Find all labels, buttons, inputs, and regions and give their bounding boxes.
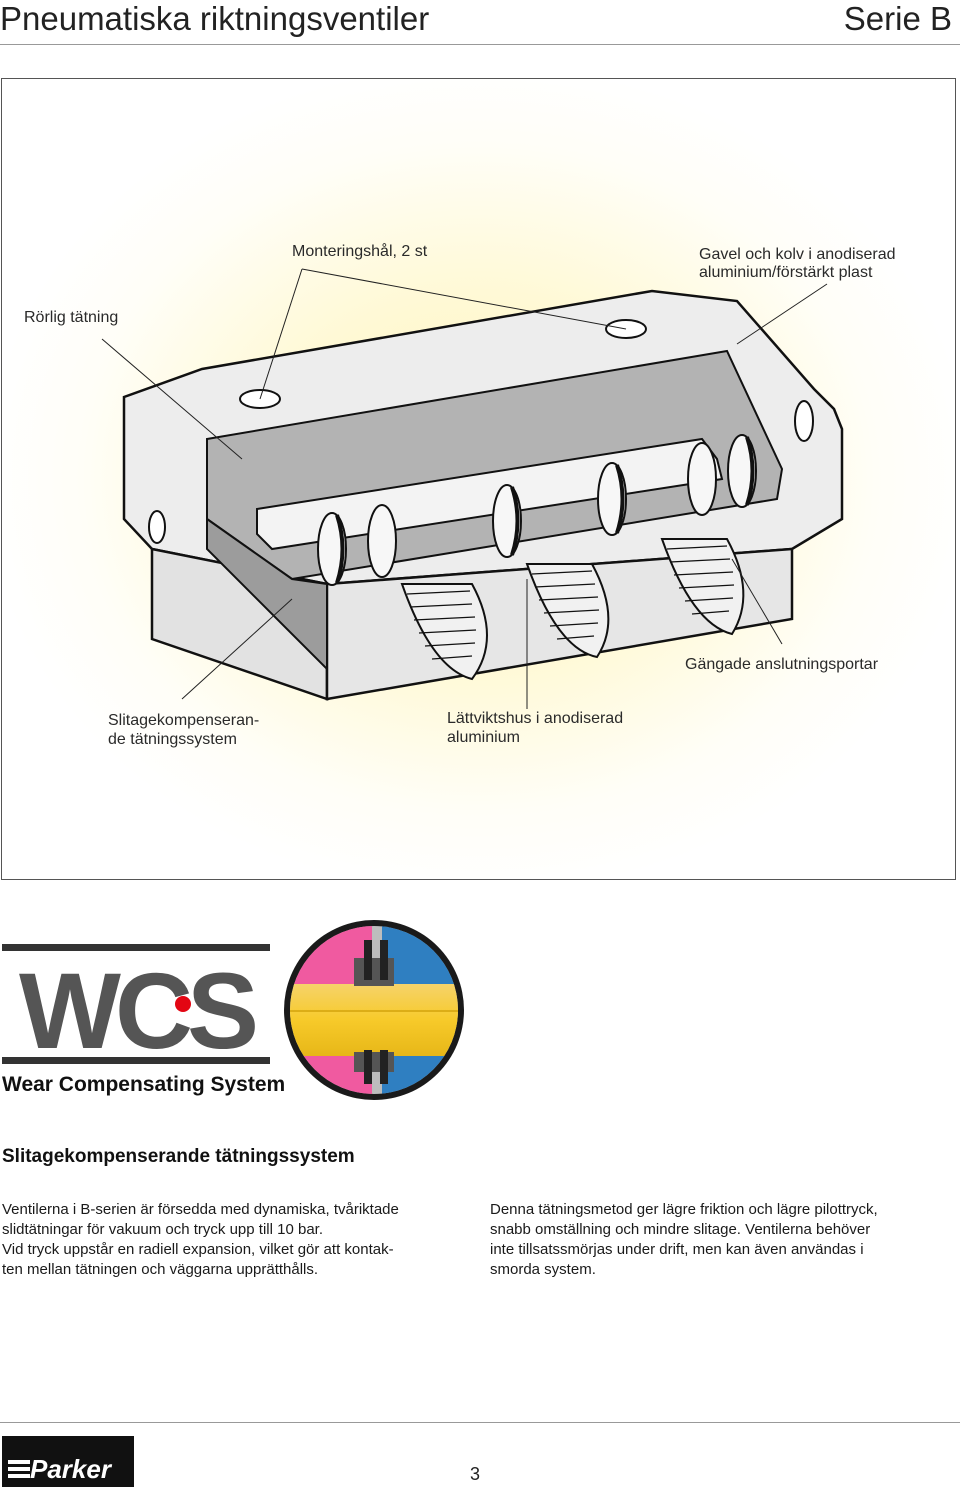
paragraph-line: Denna tätningsmetod ger lägre friktion o… (490, 1201, 878, 1218)
paragraph-line: ten mellan tätningen och väggarna upprät… (2, 1261, 319, 1278)
paragraph-line: Ventilerna i B-serien är försedda med dy… (2, 1201, 399, 1218)
callout-end-cover-line2: aluminium/förstärkt plast (699, 264, 873, 281)
callout-housing-line2: aluminium (447, 729, 520, 746)
parker-logo-text: Parker (30, 1454, 113, 1484)
callout-wear-seal-line2: de tätningssystem (108, 731, 237, 748)
callout-mounting-holes: Monteringshål, 2 st (292, 243, 428, 260)
callout-housing-line1: Lättviktshus i anodiserad (447, 710, 624, 727)
parker-logo-graphic: Parker (8, 1454, 113, 1484)
callout-threaded-ports: Gängade anslutningsportar (685, 656, 879, 673)
callout-moving-seal: Rörlig tätning (24, 309, 119, 326)
paragraph-line: smorda system. (490, 1261, 596, 1278)
series-label: Serie B (843, 0, 952, 37)
valve-cutaway-illustration (101, 268, 844, 709)
header-divider (0, 44, 960, 45)
callout-wear-seal-line1: Slitagekompenseran- (108, 712, 260, 729)
wcs-logo-letters: WCS (19, 950, 255, 1069)
paragraph-line: snabb omställning och mindre slitage. Ve… (490, 1221, 871, 1238)
seal-cross-section (284, 918, 464, 1102)
callout-end-cover-line1: Gavel och kolv i anodiserad (699, 246, 896, 263)
seal-cross-section-graphic (284, 920, 464, 1100)
paragraph-line: inte tillsatssmörjas under drift, men ka… (490, 1241, 864, 1258)
parker-logo: Parker (2, 1436, 134, 1487)
wcs-subtitle: Wear Compensating System (2, 1073, 286, 1096)
section-title: Slitagekompenserande tätningssystem (2, 1146, 355, 1167)
valve-cutaway-figure: Monteringshål, 2 st Gavel och kolv i ano… (1, 78, 956, 880)
body-column-right: Denna tätningsmetod ger lägre friktion o… (490, 1200, 878, 1280)
page-title: Pneumatiska riktningsventiler (0, 0, 430, 37)
paragraph-line: Vid tryck uppstår en radiell expansion, … (2, 1241, 394, 1258)
paragraph-line: slidtätningar för vakuum och tryck upp t… (2, 1221, 323, 1238)
page-number: 3 (470, 1464, 481, 1484)
wcs-logo-graphic: WCS (2, 944, 270, 1071)
body-column-left: Ventilerna i B-serien är försedda med dy… (2, 1200, 399, 1280)
footer-divider (0, 1422, 960, 1423)
wcs-logo: WCS (2, 944, 272, 1071)
